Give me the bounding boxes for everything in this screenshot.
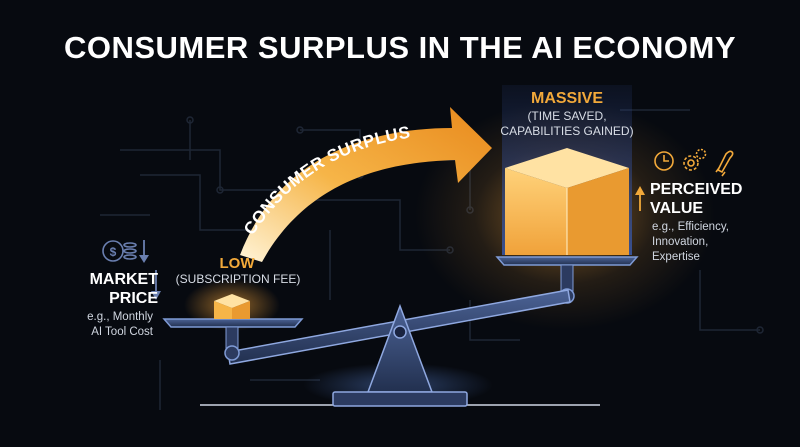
- market-price-label: MARKET PRICE: [68, 270, 158, 308]
- perceived-value-label-line: VALUE: [650, 200, 704, 217]
- down-arrow-icon: [151, 270, 161, 300]
- market-level-title: LOW: [219, 255, 255, 272]
- perceived-value-examples: e.g., Efficiency, Innovation, Expertise: [652, 220, 772, 265]
- svg-text:$: $: [110, 245, 117, 259]
- coins-icon: $: [102, 240, 137, 262]
- rocket-icon: [715, 150, 734, 177]
- market-level-subtitle: (SUBSCRIPTION FEE): [175, 272, 301, 286]
- perceived-level-subtitle-line: (TIME SAVED,: [527, 109, 607, 123]
- perceived-level-title: MASSIVE: [530, 90, 603, 107]
- page-title: CONSUMER SURPLUS IN THE AI ECONOMY: [63, 30, 737, 65]
- value-block: [505, 148, 629, 255]
- clock-icon: [654, 151, 674, 171]
- left-pan: [162, 318, 304, 361]
- circuit-background: [100, 109, 764, 410]
- perceived-value-label: PERCEIVED VALUE: [650, 180, 770, 218]
- scale-fulcrum: [332, 303, 468, 407]
- perceived-example-line: Expertise: [652, 251, 700, 263]
- market-example-line: AI Tool Cost: [91, 326, 153, 338]
- down-arrow-icon: [139, 240, 149, 263]
- gears-icon: [683, 148, 707, 171]
- perceived-value-label-line: PERCEIVED: [650, 181, 743, 198]
- market-example-line: e.g., Monthly: [87, 311, 153, 323]
- market-price-label-line: MARKET: [89, 271, 158, 288]
- perceived-example-line: e.g., Efficiency,: [652, 221, 729, 233]
- price-block: [214, 294, 250, 319]
- up-arrow-icon: [635, 186, 645, 211]
- market-price-label-line: PRICE: [109, 290, 158, 307]
- perceived-example-line: Innovation,: [652, 236, 709, 248]
- perceived-level-subtitle-line: CAPABILITIES GAINED): [500, 124, 634, 138]
- market-price-examples: e.g., Monthly AI Tool Cost: [48, 310, 153, 340]
- perceived-level-subtitle: (TIME SAVED, CAPABILITIES GAINED): [492, 109, 642, 139]
